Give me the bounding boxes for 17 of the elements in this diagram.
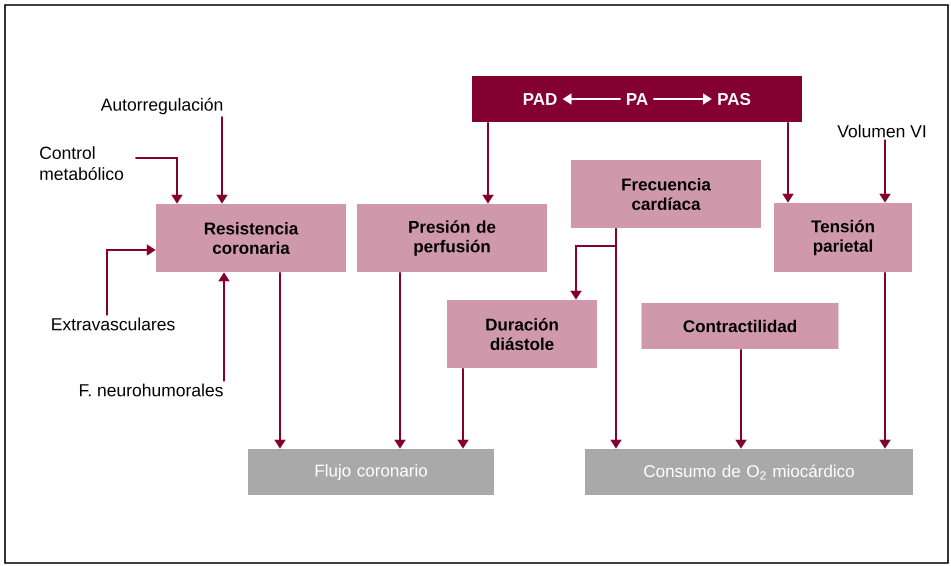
factor-label: Volumen VI — [837, 124, 926, 138]
outcome-box: Flujo coronario — [248, 449, 494, 495]
factor-label: F. neurohumorales — [80, 384, 223, 396]
variable-label: PAS — [718, 92, 750, 106]
factor-box: Presión de perfusión — [357, 204, 547, 272]
factor-box: Tensión parietal — [774, 203, 912, 272]
factor-label: Autorregulación — [100, 98, 222, 114]
factor-label: Extravasculares — [52, 318, 175, 330]
factor-box: Duración diástole — [447, 300, 597, 368]
header-bar — [472, 76, 802, 122]
factor-box: Contractilidad — [642, 303, 838, 349]
variable-label: PAD — [524, 93, 557, 105]
outcome-box: Consumo de O$_{2}$ miocárdico — [585, 449, 913, 495]
factor-label: Control metabólico — [40, 146, 124, 180]
factor-box: Frecuencia cardíaca — [571, 160, 761, 228]
variable-label: PA — [626, 93, 648, 105]
factor-box: Resistencia coronaria — [156, 204, 346, 272]
